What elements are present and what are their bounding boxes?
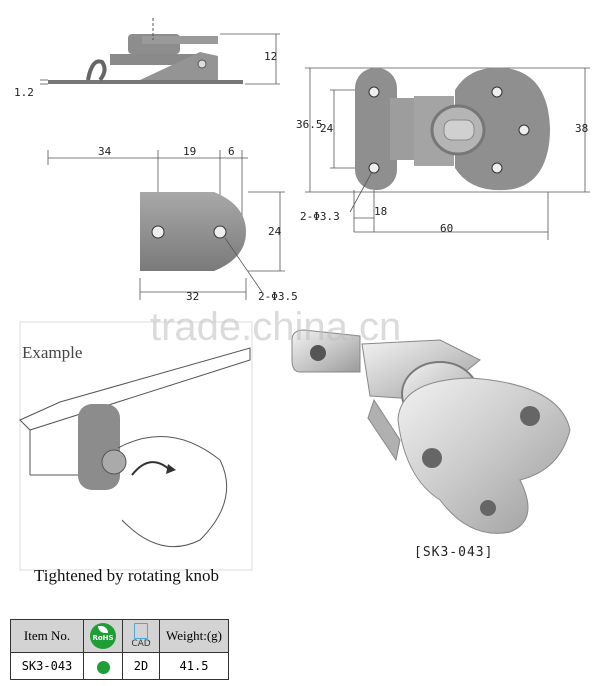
header-cad: CAD <box>122 619 160 653</box>
cad-file-icon <box>134 622 148 639</box>
cell-cad: 2D <box>122 652 160 680</box>
dim-plate-height-24: 24 <box>268 225 282 238</box>
spec-table-header: Item No. RoHS CAD Weight:(g) <box>10 619 229 653</box>
rohs-compliant-dot-icon <box>96 660 110 674</box>
rohs-icon: RoHS <box>90 623 116 649</box>
front-view-drawing <box>305 67 590 240</box>
side-view-drawing <box>40 18 280 85</box>
header-weight: Weight:(g) <box>159 619 229 653</box>
cell-rohs <box>83 652 123 680</box>
dim-38: 38 <box>575 122 589 135</box>
spec-table: Item No. RoHS CAD Weight:(g) SK3-043 2D … <box>10 619 229 680</box>
usage-caption: Tightened by rotating knob <box>34 566 219 585</box>
plate-hole-label: 2-Φ3.5 <box>258 290 298 303</box>
usage-illustration <box>19 321 253 571</box>
cell-weight: 41.5 <box>159 652 229 680</box>
model-label: [SK3-043] <box>414 545 494 560</box>
front-hole-label: 2-Φ3.3 <box>300 210 340 223</box>
dim-32: 32 <box>186 290 200 303</box>
dim-height-12: 12 <box>264 50 278 63</box>
dim-18: 18 <box>374 205 388 218</box>
example-label: Example <box>22 343 83 362</box>
dim-6: 6 <box>228 145 235 158</box>
dim-36-5: 36.5 <box>296 118 323 131</box>
plate-view-drawing <box>47 150 285 300</box>
header-item-no: Item No. <box>10 619 84 653</box>
table-row: SK3-043 2D 41.5 <box>10 652 229 680</box>
dim-24: 24 <box>320 122 334 135</box>
dim-34: 34 <box>98 145 112 158</box>
cell-item-no: SK3-043 <box>10 652 84 680</box>
dim-thickness-1-2: 1.2 <box>14 86 34 99</box>
header-rohs: RoHS <box>83 619 123 653</box>
watermark: trade.china.cn <box>150 305 402 349</box>
dim-60: 60 <box>440 222 454 235</box>
product-photo <box>291 329 571 534</box>
dim-19: 19 <box>183 145 197 158</box>
